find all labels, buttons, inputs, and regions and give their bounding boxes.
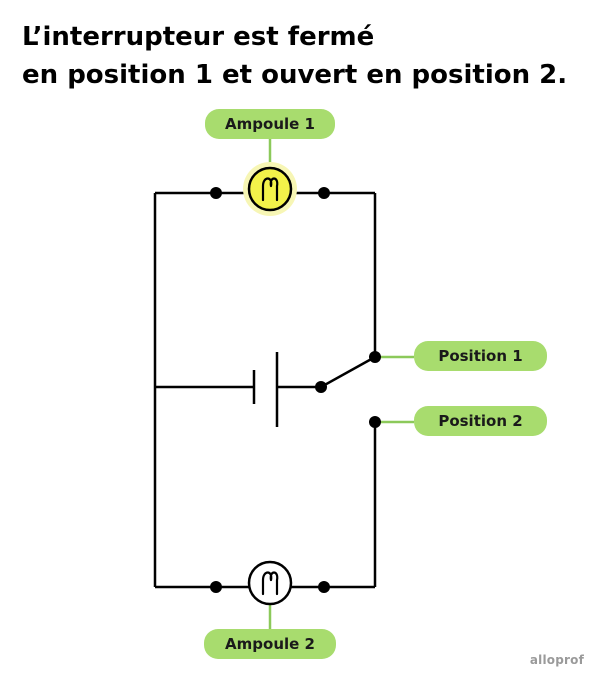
ampoule-2-label: Ampoule 2 [204,629,336,659]
dot-ampoule-2-right [318,581,330,593]
junction-dots [210,187,381,593]
dot-ampoule-1-right [318,187,330,199]
title-line-2: en position 1 et ouvert en position 2. [22,60,568,90]
switch-lever [320,355,376,389]
position-1-label: Position 1 [414,341,547,371]
battery [252,352,279,427]
ampoule-2-bulb-icon [247,560,293,606]
dot-switch-pivot [315,381,327,393]
dot-position-2 [369,416,381,428]
circuit-wires [153,191,377,589]
dot-ampoule-2-left [210,581,222,593]
ampoule-1-bulb-icon [243,162,297,216]
position-2-label: Position 2 [414,406,547,436]
diagram-title: L’interrupteur est fermé en position 1 e… [22,18,567,94]
dot-ampoule-1-left [210,187,222,199]
alloprof-logo: alloprof [529,653,584,667]
ampoule-1-label: Ampoule 1 [205,109,335,139]
title-line-1: L’interrupteur est fermé [22,22,375,52]
dot-position-1 [369,351,381,363]
